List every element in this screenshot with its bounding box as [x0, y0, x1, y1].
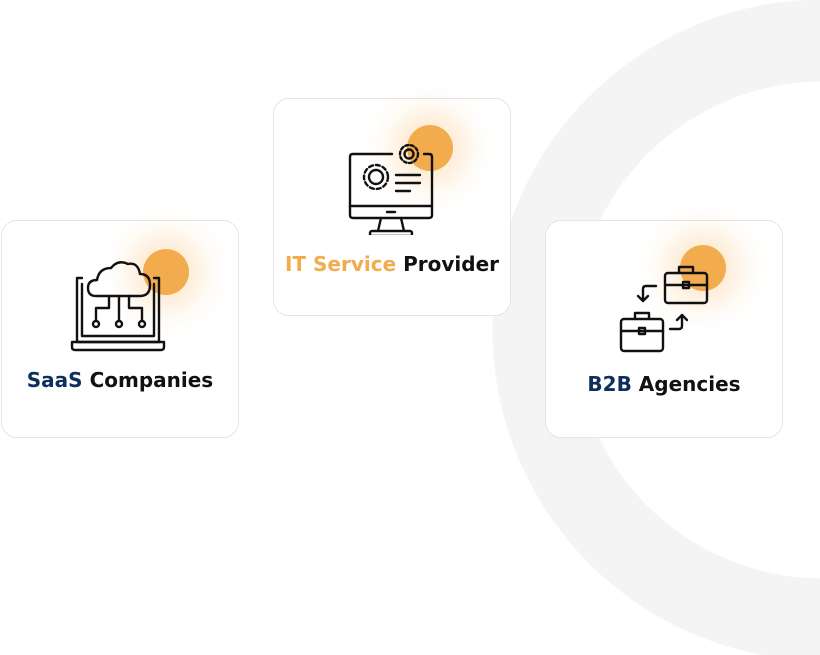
label-rest: Agencies [638, 372, 741, 396]
card-it-service-provider[interactable]: IT Service Provider [273, 98, 511, 316]
card-saas-companies[interactable]: SaaS Companies [1, 220, 239, 438]
label-rest: Companies [89, 368, 214, 392]
label-highlight: B2B [587, 372, 632, 396]
briefcase-exchange-icon [619, 265, 709, 353]
card-b2b-agencies[interactable]: B2B Agencies [545, 220, 783, 438]
label-highlight: SaaS [26, 368, 83, 392]
card-label: SaaS Companies [2, 368, 238, 392]
monitor-gears-icon [348, 143, 434, 235]
card-label: B2B Agencies [546, 372, 782, 396]
label-highlight: IT Service [284, 252, 397, 276]
card-label: IT Service Provider [274, 252, 510, 276]
cloud-laptop-icon [70, 261, 166, 352]
label-rest: Provider [403, 252, 500, 276]
